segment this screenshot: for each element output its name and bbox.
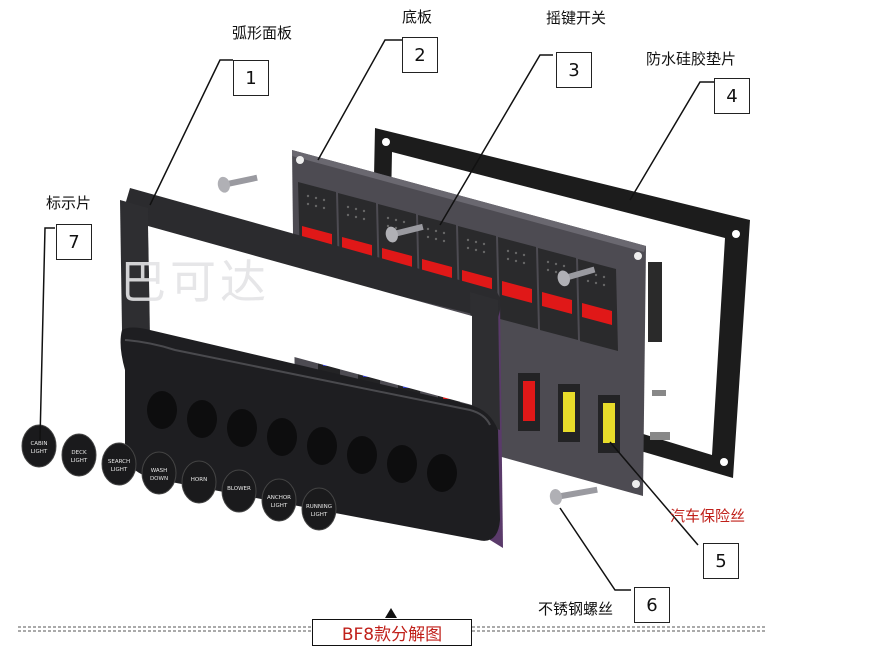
callout-label-5: 汽车保险丝 [670, 507, 746, 525]
label-tag-line2: LIGHT [311, 512, 328, 518]
panel-hole [347, 436, 377, 474]
label-tag-line1: BLOWER [227, 486, 251, 492]
fuse-holder [558, 384, 580, 442]
label-tags: CABIN LIGHT DECK LIGHT SEARCH LIGHT WASH DOWN HO… [21, 424, 337, 531]
panel-hole [227, 409, 257, 447]
callout-number-4: 4 [714, 78, 750, 114]
label-tag-line2: LIGHT [111, 467, 128, 473]
label-tag: BLOWER [221, 469, 257, 513]
label-tag: SEARCH LIGHT [101, 442, 137, 486]
leader-lines [39, 39, 714, 591]
label-tag-line1: RUNNING [306, 504, 332, 510]
label-tag: WASH DOWN [141, 451, 177, 495]
callout-label-3: 摇键开关 [546, 9, 607, 27]
separator-lines [18, 608, 765, 632]
diagram-caption: BF8款分解图 [312, 619, 472, 646]
callout-number-2: 2 [402, 37, 438, 73]
panel-hole [147, 391, 177, 429]
label-tag-line2: LIGHT [71, 458, 88, 464]
rocker-switch [498, 237, 538, 329]
label-tag-line1: HORN [191, 477, 207, 483]
fuse-holder [598, 395, 620, 453]
callout-label-1: 弧形面板 [232, 24, 293, 42]
callout-label-2: 底板 [402, 8, 433, 26]
screws [217, 174, 598, 505]
label-tag: HORN [181, 460, 217, 504]
panel-hole [267, 418, 297, 456]
callout-label-4: 防水硅胶垫片 [646, 50, 737, 68]
watermark: 巴可达 [120, 255, 270, 309]
label-tag-line2: LIGHT [271, 503, 288, 509]
label-tag-line1: SEARCH [108, 459, 130, 465]
callout-number-1: 1 [233, 60, 269, 96]
label-tag: RUNNING LIGHT [301, 487, 337, 531]
label-tag-line1: ANCHOR [267, 495, 291, 501]
callout-number-6: 6 [634, 587, 670, 623]
callout-number-3: 3 [556, 52, 592, 88]
callout-number-5: 5 [703, 543, 739, 579]
label-tag: ANCHOR LIGHT [261, 478, 297, 522]
label-tag-line1: WASH [151, 468, 168, 474]
label-tag-line2: LIGHT [31, 449, 48, 455]
label-tag-line2: DOWN [150, 476, 168, 482]
label-tag: DECK LIGHT [61, 433, 97, 477]
fuse-holder [518, 373, 540, 431]
panel-hole [307, 427, 337, 465]
panel-hole [387, 445, 417, 483]
callout-label-7: 标示片 [46, 194, 92, 212]
panel-hole [187, 400, 217, 438]
rocker-switch [578, 259, 618, 351]
label-tag-line1: DECK [71, 450, 87, 456]
rocker-switch [538, 248, 578, 340]
panel-hole [427, 454, 457, 492]
callout-number-7: 7 [56, 224, 92, 260]
label-tag-line1: CABIN [30, 441, 47, 447]
panel-switch-holes [147, 391, 457, 492]
callout-label-6: 不锈钢螺丝 [538, 600, 614, 618]
label-tag: CABIN LIGHT [21, 424, 57, 468]
